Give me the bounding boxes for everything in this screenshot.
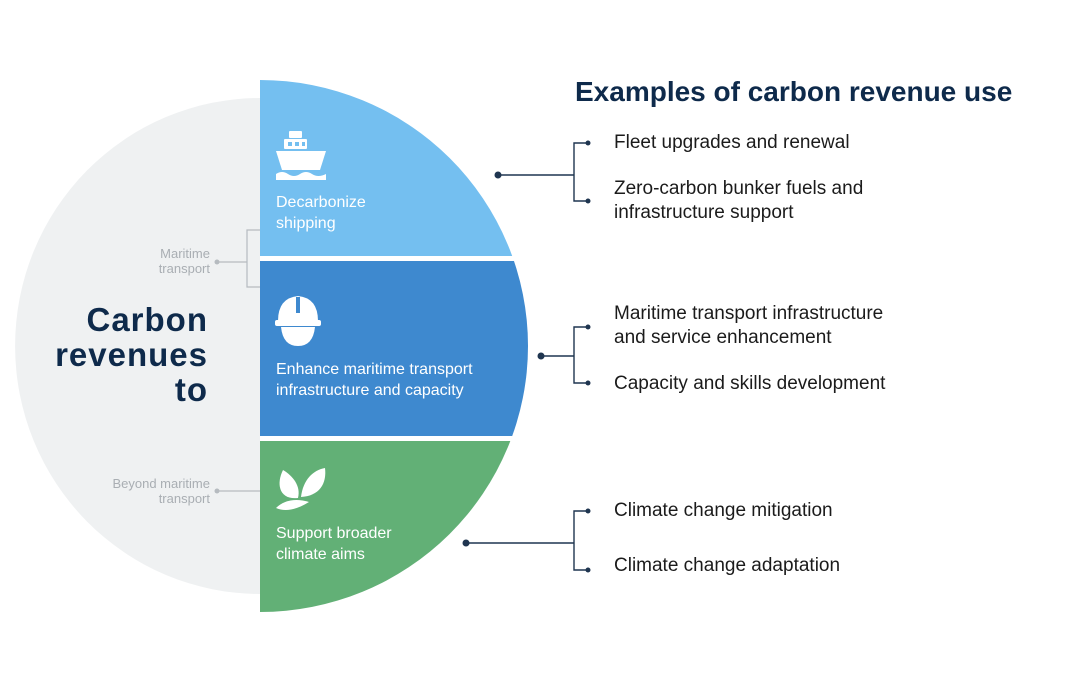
segment-label-enhance: Enhance maritime transport infrastructur… [276,359,473,401]
bullet-dot [585,140,591,146]
connector-group-2 [541,326,588,384]
center-title-line: revenues [55,336,208,373]
example-line: infrastructure support [614,202,794,223]
connector-dot-2 [537,352,545,360]
example-item: Zero-carbon bunker fuels and infrastruct… [614,177,863,225]
example-line: Capacity and skills development [614,373,886,394]
bullet-dot [585,508,591,514]
ship-icon [276,131,326,180]
segment-label-line: Decarbonize [276,194,366,211]
side-label-line: transport [158,261,210,276]
example-item: Capacity and skills development [614,372,885,396]
segment-decarbonize [260,80,513,256]
example-line: Climate change adaptation [614,555,841,576]
example-item: Maritime transport infrastructure and se… [614,302,883,350]
segment-label-line: Enhance maritime transport [276,361,473,378]
example-line: Maritime transport infrastructure [614,303,884,324]
bullet-dot [585,380,591,386]
side-label-beyond: Beyond maritime transport [80,476,210,506]
beyond-connector-dot [214,488,220,494]
segment-label-line: shipping [276,215,336,232]
background-half-circle [15,98,260,594]
segment-enhance [260,261,528,436]
maritime-bracket [217,229,260,288]
center-title: Carbon revenues to [30,302,208,407]
example-item: Climate change mitigation [614,499,833,523]
side-label-maritime: Maritime transport [110,246,210,276]
connector-group-3 [466,510,588,571]
connector-dot-3 [462,539,470,547]
side-label-line: transport [158,491,210,506]
segment-label-decarbonize: Decarbonize shipping [276,192,366,234]
example-line: Fleet upgrades and renewal [614,132,850,153]
leaves-icon [276,468,326,510]
center-title-line: Carbon [86,301,208,338]
example-line: and service enhancement [614,327,832,348]
bullet-dot [585,567,591,573]
side-label-line: Maritime [160,246,210,261]
example-item: Fleet upgrades and renewal [614,131,850,155]
center-title-line: to [174,371,208,408]
segment-label-line: infrastructure and capacity [276,382,464,399]
examples-title: Examples of carbon revenue use [575,76,1013,107]
connector-group-1 [498,142,588,202]
bullet-dot [585,198,591,204]
side-label-line: Beyond maritime [112,476,210,491]
hard-hat-icon [275,296,321,346]
bullet-dot [585,324,591,330]
example-item: Climate change adaptation [614,554,840,578]
connector-dot-1 [494,171,502,179]
segment-label-support: Support broader climate aims [276,523,392,565]
segment-label-line: climate aims [276,546,365,563]
example-line: Zero-carbon bunker fuels and [614,178,864,199]
segment-label-line: Support broader [276,525,392,542]
maritime-bracket-dot [214,259,220,265]
example-line: Climate change mitigation [614,500,833,521]
